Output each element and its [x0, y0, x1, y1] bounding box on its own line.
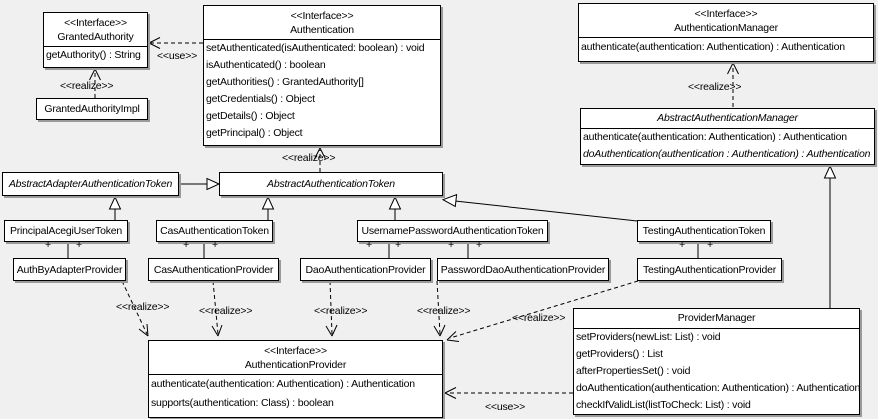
stereotype-realize-label: <<realize>>	[60, 80, 114, 92]
class-name: Authentication	[290, 24, 354, 36]
class-provider-manager: ProviderManager setProviders(newList: Li…	[573, 308, 860, 415]
class-name: AbstractAuthenticationToken	[267, 178, 395, 190]
method: getAuthority() : String	[46, 49, 141, 61]
method: getDetails() : Object	[206, 110, 295, 122]
stereotype-label: <<Interface>>	[264, 345, 327, 357]
association-edges	[67, 242, 699, 258]
class-name: TestingAuthenticationProvider	[642, 263, 777, 276]
method: supports(authentication: Class) : boolea…	[151, 397, 334, 409]
class-authentication-manager: <<Interface>> AuthenticationManager auth…	[578, 3, 874, 62]
open-arrowheads	[89, 37, 739, 399]
method: authenticate(authentication: Authenticat…	[581, 41, 845, 53]
method: authenticate(authentication: Authenticat…	[151, 378, 415, 390]
multiplicity-plus: +	[45, 239, 51, 251]
stereotype-label: <<Interface>>	[64, 17, 127, 29]
multiplicity-plus: +	[395, 239, 401, 251]
class-name: GrantedAuthority	[57, 31, 134, 43]
multiplicity-plus: +	[679, 239, 685, 251]
class-name: UsernamePasswordAuthenticationToken	[361, 225, 544, 237]
class-name: CasAuthenticationProvider	[153, 263, 274, 276]
method: setProviders(newList: List) : void	[576, 331, 721, 343]
class-name: AuthByAdapterProvider	[16, 263, 123, 276]
stereotype-use-label: <<use>>	[157, 50, 198, 62]
class-password-dao-authentication-provider: PasswordDaoAuthenticationProvider	[437, 258, 609, 281]
class-testing-authentication-token: TestingAuthenticationToken	[637, 220, 771, 242]
multiplicity-plus: +	[212, 239, 218, 251]
class-cas-authentication-token: CasAuthenticationToken	[156, 220, 273, 242]
method: doAuthentication(authentication : Authen…	[583, 148, 871, 160]
multiplicity-plus: +	[183, 239, 189, 251]
method: doAuthentication(authentication: Authent…	[576, 382, 861, 394]
class-abstract-authentication-manager: AbstractAuthenticationManager authentica…	[580, 108, 875, 165]
method: getAuthorities() : GrantedAuthority[]	[206, 76, 364, 88]
class-principal-acegi-user-token: PrincipalAcegiUserToken	[4, 220, 128, 242]
method: afterPropertiesSet() : void	[576, 365, 691, 377]
class-cas-authentication-provider: CasAuthenticationProvider	[148, 258, 279, 281]
class-granted-authority-impl: GrantedAuthorityImpl	[36, 98, 148, 120]
method: getProviders() : List	[576, 348, 663, 360]
class-name: PrincipalAcegiUserToken	[9, 225, 123, 237]
class-authentication: <<Interface>> Authentication setAuthenti…	[203, 5, 441, 146]
method: getPrincipal() : Object	[206, 127, 303, 139]
class-name: DaoAuthenticationProvider	[305, 263, 426, 276]
multiplicity-plus: +	[366, 239, 372, 251]
multiplicity-plus: +	[76, 239, 82, 251]
method: checkIfValidList(listToCheck: List) : vo…	[576, 399, 751, 411]
class-name: TestingAuthenticationToken	[642, 225, 766, 237]
class-name: AuthenticationManager	[674, 22, 778, 34]
stereotype-label: <<Interface>>	[694, 8, 758, 20]
stereotype-realize-label: <<realize>>	[512, 312, 566, 324]
stereotype-use-label: <<use>>	[485, 401, 526, 413]
class-name: CasAuthenticationToken	[160, 225, 269, 237]
multiplicity-plus: +	[707, 239, 713, 251]
class-abstract-authentication-token: AbstractAuthenticationToken	[219, 172, 443, 196]
multiplicity-plus: +	[448, 239, 454, 251]
class-name: AbstractAuthenticationManager	[657, 112, 798, 124]
stereotype-realize-label: <<realize>>	[199, 305, 253, 317]
generalization-edges	[108, 164, 837, 308]
dependency-edges	[94, 42, 734, 394]
class-name: AuthenticationProvider	[244, 359, 347, 371]
class-auth-by-adapter-provider: AuthByAdapterProvider	[13, 258, 126, 281]
stereotype-realize-label: <<realize>>	[314, 305, 368, 317]
multiplicity-plus: +	[476, 239, 482, 251]
class-name: GrantedAuthorityImpl	[44, 103, 140, 115]
class-authentication-provider: <<Interface>> AuthenticationProvider aut…	[148, 340, 443, 418]
method: authenticate(authentication: Authenticat…	[583, 131, 847, 143]
class-abstract-adapter-authentication-token: AbstractAdapterAuthenticationToken	[2, 172, 179, 196]
method: isAuthenticated() : boolean	[206, 59, 326, 71]
class-name: ProviderManager	[677, 312, 756, 324]
stereotype-realize-label: <<realize>>	[417, 305, 471, 317]
stereotype-label: <<Interface>>	[290, 10, 354, 22]
class-username-password-authentication-token: UsernamePasswordAuthenticationToken	[357, 220, 548, 242]
method: setAuthenticated(isAuthenticated: boolea…	[206, 42, 425, 54]
stereotype-realize-label: <<realize>>	[688, 81, 742, 93]
class-testing-authentication-provider: TestingAuthenticationProvider	[637, 258, 782, 281]
class-name: PasswordDaoAuthenticationProvider	[440, 263, 606, 276]
method: getCredentials() : Object	[206, 93, 315, 105]
class-dao-authentication-provider: DaoAuthenticationProvider	[300, 258, 431, 281]
stereotype-realize-label: <<realize>>	[282, 152, 336, 164]
class-name: AbstractAdapterAuthenticationToken	[8, 178, 173, 190]
class-granted-authority: <<Interface>> GrantedAuthority getAuthor…	[43, 12, 148, 68]
stereotype-realize-label: <<realize>>	[116, 301, 170, 313]
